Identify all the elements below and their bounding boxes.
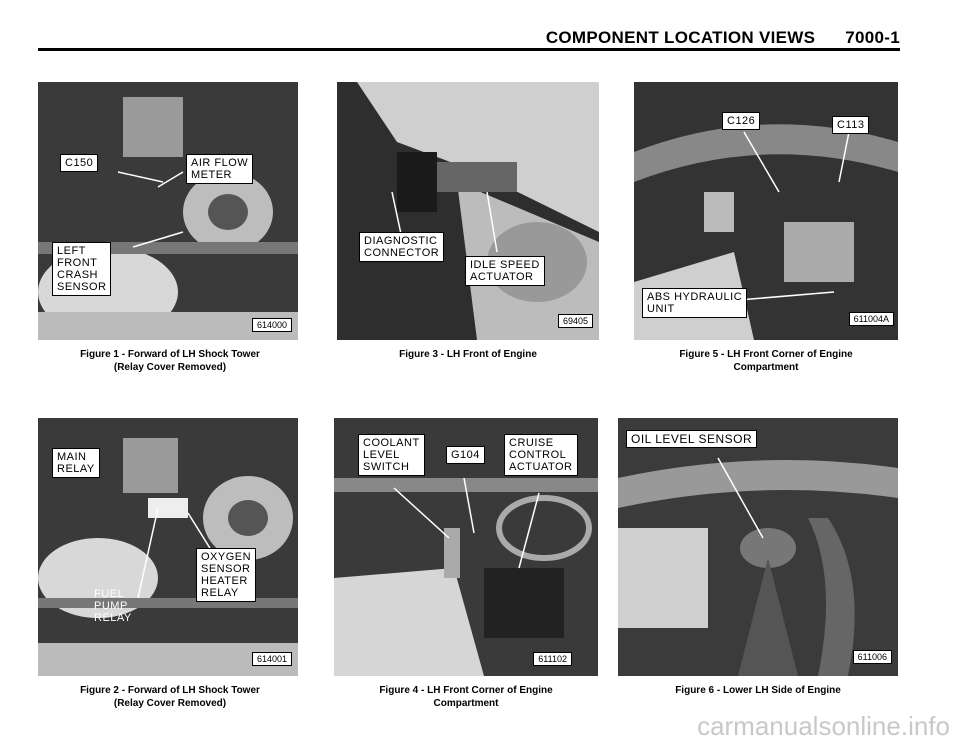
engine-photo bbox=[337, 82, 599, 340]
main-relay-label: MAIN RELAY bbox=[52, 448, 100, 478]
page-number: 7000-1 bbox=[845, 28, 900, 47]
watermark: carmanualsonline.info bbox=[697, 711, 950, 741]
c126-label: C126 bbox=[722, 112, 761, 130]
engine-photo bbox=[38, 82, 298, 340]
figure-6-caption: Figure 6 - Lower LH Side of Engine bbox=[675, 685, 841, 696]
c150-label: C150 bbox=[60, 154, 99, 172]
figure-3-photo: DIAGNOSTIC CONNECTOR IDLE SPEED ACTUATOR… bbox=[337, 82, 599, 340]
figure-code: 614001 bbox=[251, 652, 292, 666]
figure-code: 614000 bbox=[251, 318, 292, 332]
oil-level-sensor-label: OIL LEVEL SENSOR bbox=[626, 430, 758, 448]
figure-2-caption: Figure 2 - Forward of LH Shock Tower (Re… bbox=[80, 685, 260, 709]
figure-3-caption: Figure 3 - LH Front of Engine bbox=[399, 349, 537, 360]
fuel-pump-relay-label: FUEL PUMP RELAY bbox=[94, 588, 132, 624]
figure-code: 611004A bbox=[848, 312, 894, 326]
figure-code: 611006 bbox=[852, 650, 892, 664]
figure-4-photo: COOLANT LEVEL SWITCH G104 CRUISE CONTROL… bbox=[334, 418, 598, 676]
figure-code: 611102 bbox=[533, 652, 572, 666]
idle-speed-actuator-label: IDLE SPEED ACTUATOR bbox=[465, 256, 545, 286]
section-title: COMPONENT LOCATION VIEWS bbox=[545, 28, 816, 47]
header-rule bbox=[38, 48, 900, 51]
c113-label: C113 bbox=[832, 116, 870, 134]
diagnostic-connector-label: DIAGNOSTIC CONNECTOR bbox=[359, 232, 445, 262]
air-flow-meter-label: AIR FLOW METER bbox=[186, 154, 254, 184]
engine-photo bbox=[618, 418, 898, 676]
left-front-crash-sensor-label: LEFT FRONT CRASH SENSOR bbox=[52, 242, 112, 296]
page-title: COMPONENT LOCATION VIEWS 7000-1 bbox=[546, 28, 900, 48]
figure-4-caption: Figure 4 - LH Front Corner of Engine Com… bbox=[379, 685, 553, 709]
figure-1-photo: C150 AIR FLOW METER LEFT FRONT CRASH SEN… bbox=[38, 82, 298, 340]
abs-hydraulic-unit-label: ABS HYDRAULIC UNIT bbox=[642, 288, 748, 318]
coolant-level-switch-label: COOLANT LEVEL SWITCH bbox=[358, 434, 425, 476]
figure-6-photo: OIL LEVEL SENSOR 611006 bbox=[618, 418, 898, 676]
figure-2-photo: MAIN RELAY OXYGEN SENSOR HEATER RELAY FU… bbox=[38, 418, 298, 676]
figure-code: 69405 bbox=[557, 314, 593, 328]
cruise-control-actuator-label: CRUISE CONTROL ACTUATOR bbox=[504, 434, 578, 476]
oxygen-sensor-heater-relay-label: OXYGEN SENSOR HEATER RELAY bbox=[196, 548, 257, 602]
engine-photo bbox=[38, 418, 298, 676]
figure-1-caption: Figure 1 - Forward of LH Shock Tower (Re… bbox=[80, 349, 260, 373]
figure-5-caption: Figure 5 - LH Front Corner of Engine Com… bbox=[679, 349, 853, 373]
figure-5-photo: C126 C113 ABS HYDRAULIC UNIT 611004A bbox=[634, 82, 898, 340]
g104-label: G104 bbox=[446, 446, 485, 464]
